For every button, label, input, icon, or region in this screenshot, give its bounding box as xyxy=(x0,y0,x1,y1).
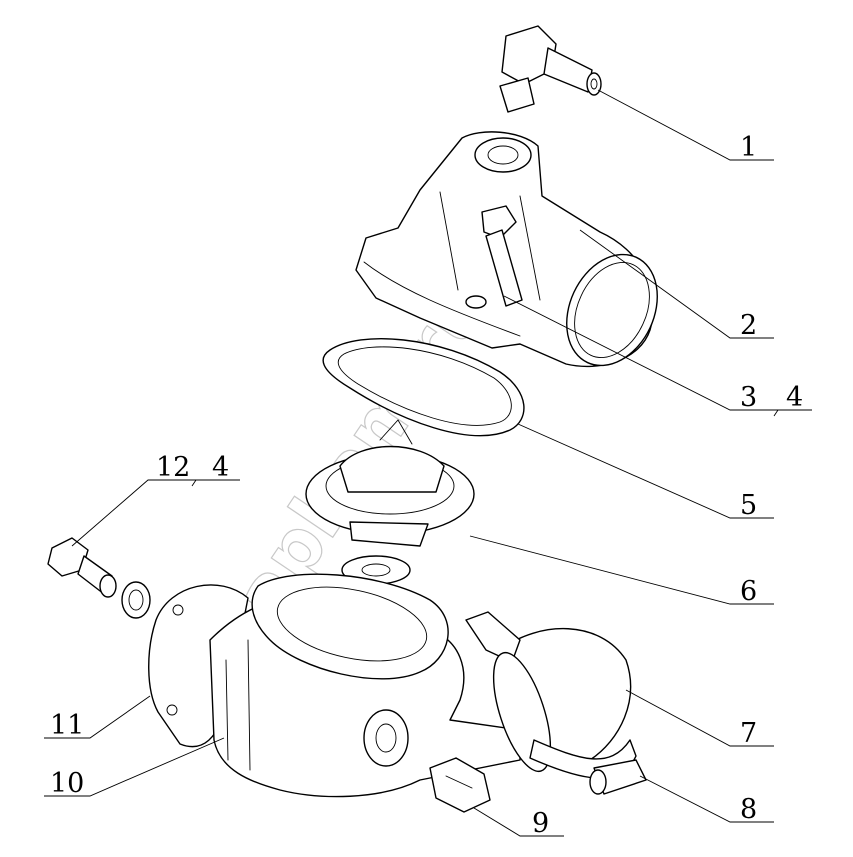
callout-11: 11 xyxy=(50,710,84,741)
part-6-thermostat xyxy=(305,419,475,585)
callout-5: 5 xyxy=(740,490,757,521)
part-5-gasket xyxy=(322,338,525,437)
callout-12: 12 xyxy=(156,452,190,483)
part-8-hose-clamp xyxy=(492,651,647,795)
callout-7: 7 xyxy=(740,718,757,749)
part-10-housing-body xyxy=(209,573,521,798)
callout-3: 3 xyxy=(740,382,757,413)
part-3-bolt xyxy=(465,205,523,309)
callout-labels: 1 2 3 4 5 6 7 8 9 10 11 12 4 xyxy=(50,132,803,839)
part-4-washer xyxy=(121,581,151,619)
callout-4-lower: 4 xyxy=(212,452,229,483)
leader-lines xyxy=(44,89,812,837)
callout-4-upper: 4 xyxy=(786,382,803,413)
callout-6: 6 xyxy=(740,576,757,607)
callout-9: 9 xyxy=(532,808,549,839)
callout-10: 10 xyxy=(50,768,84,799)
callout-1: 1 xyxy=(740,132,757,163)
part-1-elbow-fitting xyxy=(499,25,602,113)
part-9-plug xyxy=(429,757,491,813)
callout-2: 2 xyxy=(740,310,757,341)
part-12-bolt xyxy=(47,537,117,598)
callout-8: 8 xyxy=(740,794,757,825)
